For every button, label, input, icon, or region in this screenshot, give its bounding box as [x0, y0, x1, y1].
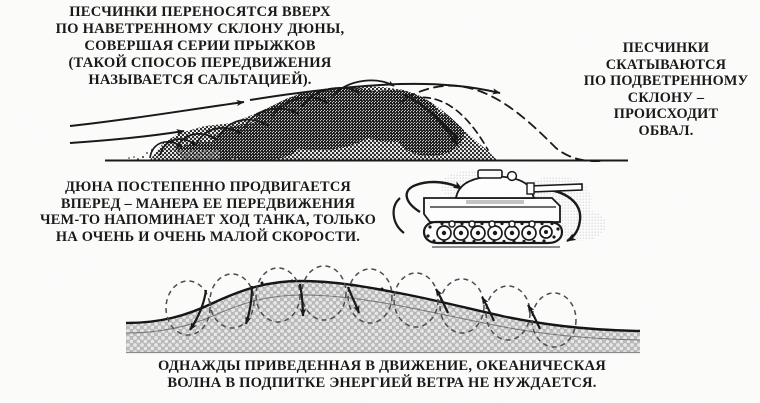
dune-toe-grains: [128, 149, 153, 160]
caption-ocean-wave: ОДНАЖДЫ ПРИВЕДЕННАЯ В ДВИЖЕНИЕ, ОКЕАНИЧЕ…: [157, 358, 607, 391]
caption-avalanche: ПЕСЧИНКИ СКАТЫВАЮТСЯ ПО ПОДВЕТРЕННОМУ СК…: [583, 40, 749, 139]
wind-streamline-upper: [69, 99, 245, 127]
dune-figure: [69, 79, 628, 163]
tank-figure: [392, 169, 606, 248]
caption-tank-analogy: ДЮНА ПОСТЕПЕННО ПРОДВИГАЕТСЯ ВПЕРЕД – МА…: [39, 179, 377, 246]
caption-saltation: ПЕСЧИНКИ ПЕРЕНОСЯТСЯ ВВЕРХ ПО НАВЕТРЕННО…: [55, 4, 345, 88]
tank-gun-barrel: [529, 183, 583, 193]
tank-hatch: [506, 170, 518, 182]
tank-cupola: [477, 169, 503, 179]
wave-figure: [125, 265, 641, 354]
wave-water-body: [126, 281, 640, 352]
